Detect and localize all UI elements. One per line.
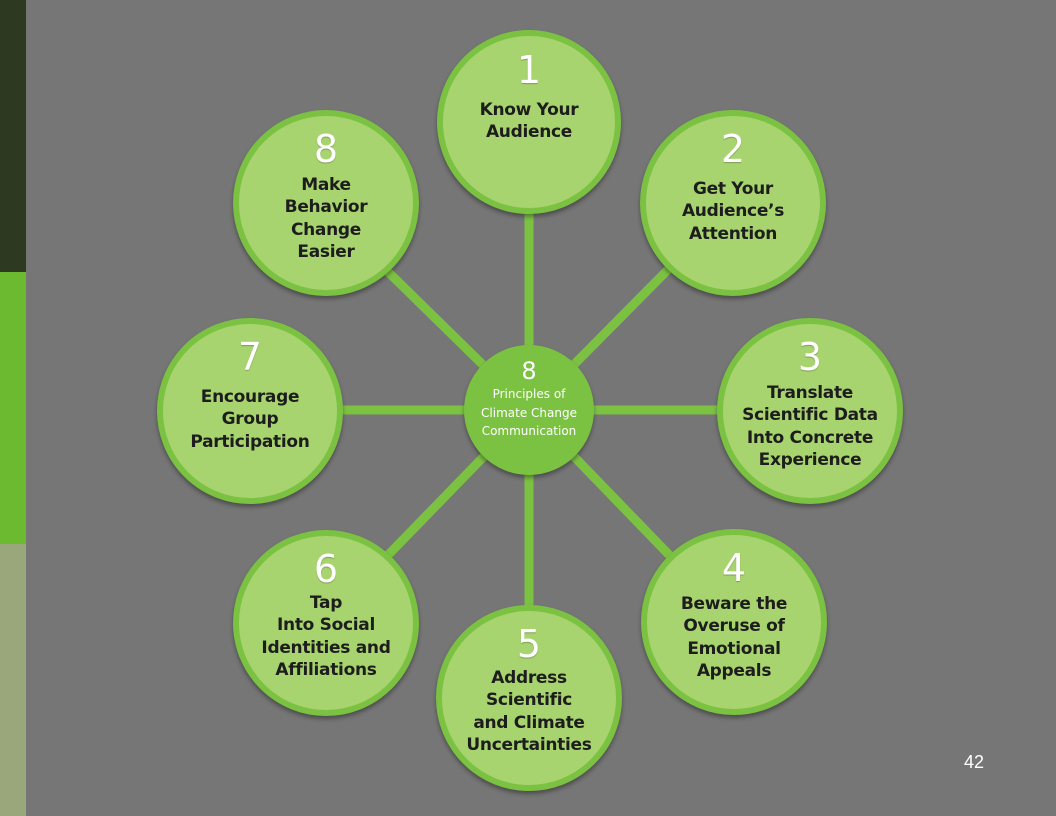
principle-8-node: 8 Make Behavior Change Easier [233, 110, 419, 296]
principle-6-number: 6 [313, 547, 339, 591]
principle-2-label: Get Your Audience’s Attention [681, 179, 785, 244]
principle-1-label: Know Your Audience [479, 100, 579, 143]
principle-7-label: Encourage Group Participation [190, 387, 310, 452]
sidebar-band-dark [0, 0, 26, 272]
principle-7-number: 7 [237, 335, 263, 379]
hub-node: 8 Principles of Climate Change Communica… [464, 345, 594, 475]
principle-8-number: 8 [313, 127, 339, 171]
principle-1-number: 1 [516, 48, 542, 92]
principle-3-label: Translate Scientific Data Into Concrete … [742, 383, 878, 471]
principle-1-node: 1 Know Your Audience [437, 30, 621, 214]
principle-7-node: 7 Encourage Group Participation [157, 318, 343, 504]
sidebar-band-olive [0, 544, 26, 816]
principle-3-number: 3 [797, 335, 823, 379]
hub-text: Principles of Climate Change Communicati… [481, 387, 577, 439]
principle-5-number: 5 [516, 622, 542, 666]
principle-5-node: 5 Address Scientific and Climate Uncerta… [436, 605, 622, 791]
sidebar-band-green [0, 272, 26, 544]
principle-8-label: Make Behavior Change Easier [284, 175, 368, 263]
slide-sidebar [0, 0, 26, 816]
principle-4-node: 4 Beware the Overuse of Emotional Appeal… [641, 529, 827, 715]
principle-3-node: 3 Translate Scientific Data Into Concret… [717, 318, 903, 504]
principle-6-node: 6 Tap Into Social Identities and Affilia… [233, 530, 419, 716]
hub-number: 8 [521, 357, 537, 385]
principle-5-label: Address Scientific and Climate Uncertain… [466, 668, 592, 756]
principle-6-label: Tap Into Social Identities and Affiliati… [261, 593, 391, 681]
principle-2-number: 2 [720, 127, 746, 171]
principle-4-label: Beware the Overuse of Emotional Appeals [680, 594, 788, 682]
principle-4-number: 4 [721, 546, 747, 590]
page-number: 42 [964, 752, 985, 772]
principle-2-node: 2 Get Your Audience’s Attention [640, 110, 826, 296]
